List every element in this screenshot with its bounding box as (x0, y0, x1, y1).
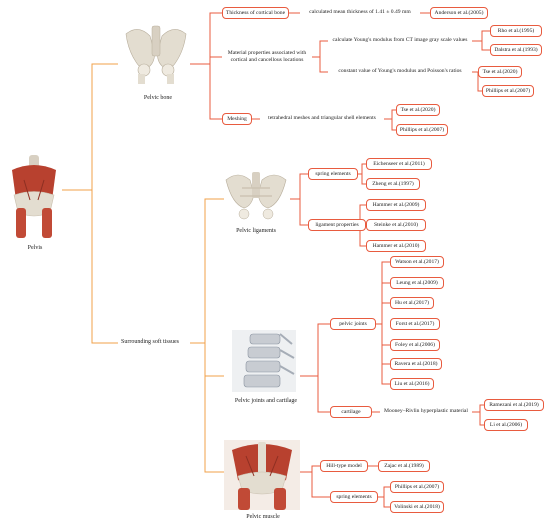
ref-li: Li et al.(2006) (484, 419, 528, 431)
cortical-thickness-node: Thickness of cortical bone (222, 7, 289, 19)
pelvis-skeleton-illustration-icon (125, 25, 187, 84)
ligaments-illustration-icon (225, 172, 287, 220)
ref-hammer-2009: Hammer et al.(2009) (366, 199, 426, 211)
spine-illustration-icon (232, 330, 296, 392)
pelvic-bone-label: Pelvic bone (143, 95, 173, 101)
ref-hu: Hu et al.(2017) (390, 297, 434, 309)
ref-dalstra: Dalstra et al.(1993) (490, 44, 542, 56)
pelvic-joints-node: pelvic joints (330, 318, 376, 330)
ref-tse-2: Tse et al.(2020) (396, 104, 440, 116)
pelvis-muscle-illustration-icon (12, 155, 56, 238)
ref-watson: Watson et al.(2017) (390, 256, 444, 268)
hill-type-node: Hill-type model (320, 460, 368, 472)
ref-rho: Rho et al.(1995) (490, 25, 542, 37)
ligaments-label: Pelvic ligaments (236, 228, 276, 234)
ref-hammer-2010: Hammer et al.(2010) (366, 240, 426, 252)
tetrahedral-text: tetrahedral meshes and triangular shell … (268, 115, 376, 121)
ref-volinski: Volinski et al.(2018) (390, 501, 444, 513)
cartilage-node: cartilage (330, 406, 372, 418)
mooney-rivlin-text: Mooney–Rivlin hyperplastic material (384, 408, 468, 414)
cortical-value-text: calculated mean thickness of 1.41 ± 0.49… (309, 9, 411, 15)
ref-anderson: Anderson et al.(2005) (430, 7, 488, 19)
ref-ramezani: Ramezani et al.(2019) (484, 399, 544, 411)
root-label: Pelvis (27, 245, 43, 251)
ref-ravera: Ravera et al.(2018) (390, 358, 442, 370)
joints-label: Pelvic joints and cartilage (234, 398, 298, 404)
material-properties-node: Material properties associated with cort… (227, 50, 307, 64)
muscle-label: Pelvic muscle (246, 514, 280, 520)
ref-forst: Forst et al.(2017) (390, 318, 440, 330)
ct-modulus-text: calculate Young's modulus from CT image … (332, 37, 468, 43)
muscle-illustration-icon (224, 440, 300, 510)
meshing-node: Meshing (222, 113, 252, 125)
ref-eichenseer: Eichenseer et al.(2011) (366, 158, 432, 170)
ref-leung: Leung et al.(2009) (390, 277, 444, 289)
ref-phillips-muscle: Phillips et al.(2007) (390, 481, 444, 493)
ref-tse-1: Tse et al.(2020) (478, 66, 522, 78)
ref-steinke: Steinke et al.(2010) (366, 219, 426, 231)
constant-modulus-text: constant value of Young's modulus and Po… (338, 68, 462, 74)
lig-spring-node: spring elements (308, 168, 358, 180)
ref-phillips-1: Phillips et al.(2007) (482, 85, 534, 97)
ref-zajac: Zajac et al.(1989) (378, 460, 430, 472)
ref-phillips-2: Phillips et al.(2007) (396, 124, 448, 136)
ref-foley: Foley et al.(2006) (390, 339, 440, 351)
muscle-spring-node: spring elements (330, 491, 378, 503)
ref-liu: Liu et al.(2016) (390, 378, 434, 390)
lig-properties-node: ligament properties (308, 219, 366, 231)
soft-tissues-label: Surrounding soft tissues (120, 339, 179, 345)
ref-zheng: Zheng et al.(1997) (366, 178, 420, 190)
